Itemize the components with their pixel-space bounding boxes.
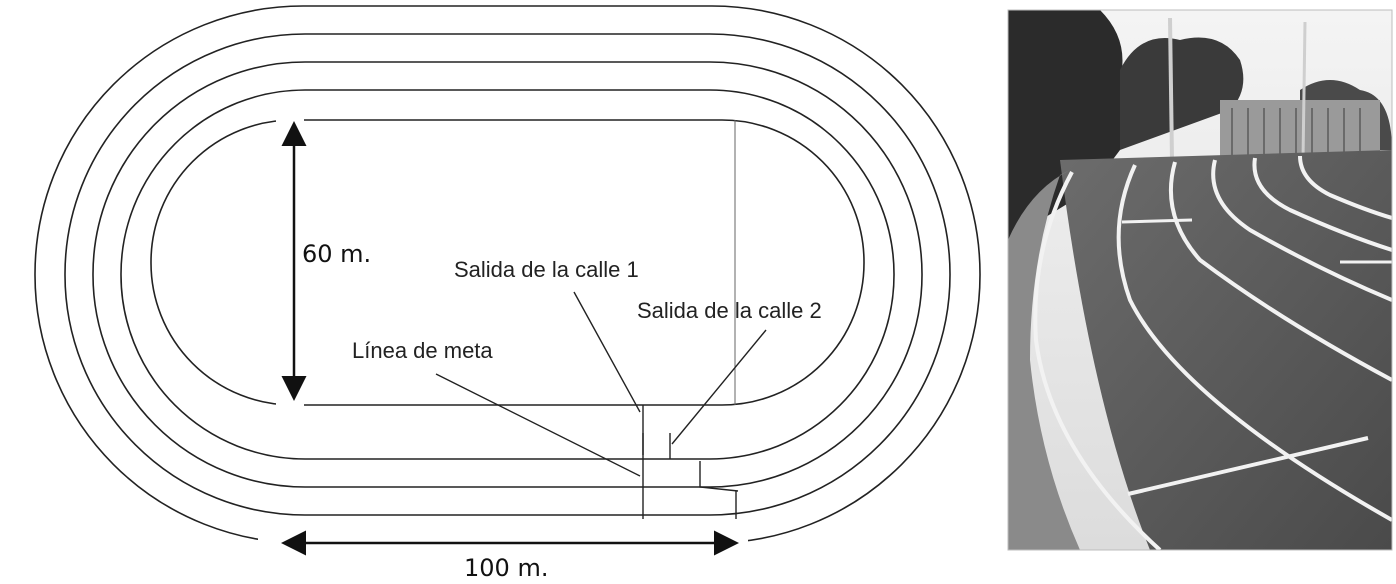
photo-curb: [1008, 170, 1080, 550]
lane-boundary-2: [92, 61, 923, 488]
start-lane-2-label: Salida de la calle 2: [637, 298, 822, 323]
dim-mask-label-60: [298, 234, 382, 274]
leader-finish-line: [435, 373, 641, 477]
start-lane-1-label: Salida de la calle 1: [454, 257, 639, 282]
leader-start-lane-1: [573, 291, 641, 413]
lane-boundary-3: [64, 33, 951, 516]
photo-cross-mark-1: [1127, 436, 1369, 496]
photo-cross-mark-2: [1121, 218, 1193, 224]
width-dimension-label: 60 m.: [302, 240, 371, 268]
photo-trees-left: [1008, 10, 1130, 240]
lane-boundary-1: [120, 89, 895, 460]
infield-boundary: [150, 119, 865, 406]
photo-building: [1220, 100, 1380, 160]
photo-frame: [1007, 9, 1393, 551]
photo-pole-2: [1301, 21, 1307, 161]
photo-lane-lines: [1033, 155, 1392, 550]
track-photo: [1007, 9, 1393, 551]
start-marker-lane-3: [699, 461, 739, 492]
photo-pole-1: [1168, 17, 1174, 161]
length-dimension-label: 100 m.: [464, 554, 548, 582]
leader-start-lane-2: [671, 329, 767, 445]
photo-trees-mid: [1120, 37, 1244, 150]
finish-line-label: Línea de meta: [352, 338, 493, 363]
photo-building-windows: [1231, 108, 1361, 156]
